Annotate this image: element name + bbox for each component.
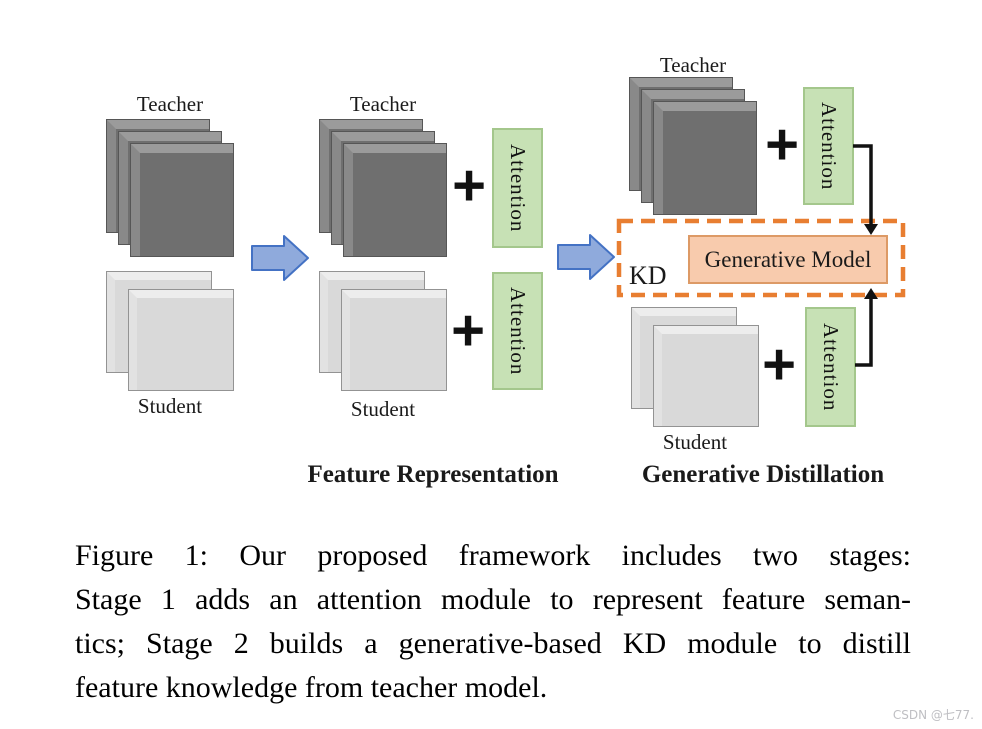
generative-model-box: Generative Model (688, 235, 888, 284)
stage2-student-feature-stack (319, 271, 447, 391)
plus-sign: + (765, 111, 799, 177)
stage2-student-label: Student (350, 397, 416, 421)
feature-map-slab (130, 143, 234, 257)
teacher-attention-connector (853, 144, 873, 224)
teacher-attention-module-stage3: Attention (803, 87, 854, 205)
student-attention-module-stage3: Attention (805, 307, 856, 427)
stage3-student-feature-stack (631, 307, 759, 427)
generative-model-label: Generative Model (704, 246, 872, 272)
attention-label: Attention (506, 143, 530, 233)
stage2-teacher-label: Teacher (349, 92, 417, 116)
student-attention-module: Attention (492, 272, 543, 390)
feature-map-slab (653, 101, 757, 215)
stage1-student-label: Student (137, 394, 203, 418)
framework-diagram: Teacher Student Teacher + Attention + At (106, 53, 906, 488)
feature-map-slab (128, 289, 234, 391)
feature-map-slab (341, 289, 447, 391)
teacher-attention-module: Attention (492, 128, 543, 248)
stage1-teacher-feature-stack (106, 119, 234, 257)
caption-line: tics; Stage 2 builds a generative-based … (75, 627, 911, 660)
student-attention-connector (855, 299, 873, 367)
stage2-to-stage3-arrow (557, 234, 615, 280)
caption-line: Stage 1 adds an attention module to repr… (75, 583, 911, 616)
attention-label: Attention (506, 286, 530, 376)
stage3-teacher-label: Teacher (659, 53, 727, 77)
stage1-student-feature-stack (106, 271, 234, 391)
caption-line: Figure 1: Our proposed framework include… (75, 539, 911, 572)
figure-caption: Figure 1: Our proposed framework include… (75, 534, 911, 710)
plus-sign: + (451, 297, 485, 363)
stage3-student-label: Student (662, 430, 728, 454)
stage1-teacher-label: Teacher (136, 92, 204, 116)
csdn-watermark: CSDN @七77. (892, 708, 974, 722)
stage1-caption: Feature Representation (307, 461, 559, 488)
stage3-teacher-feature-stack (629, 77, 757, 215)
kd-label: KD (629, 261, 667, 290)
attention-label: Attention (817, 101, 841, 191)
student-connector-arrowhead (864, 288, 878, 299)
attention-label: Attention (819, 322, 843, 412)
stage1-to-stage2-arrow (251, 235, 309, 281)
teacher-connector-arrowhead (864, 224, 878, 235)
feature-map-slab (343, 143, 447, 257)
plus-sign: + (452, 152, 486, 218)
plus-sign: + (762, 331, 796, 397)
feature-map-slab (653, 325, 759, 427)
stage2-caption: Generative Distillation (641, 461, 885, 488)
stage2-teacher-feature-stack (319, 119, 447, 257)
caption-line: feature knowledge from teacher model. (75, 671, 548, 704)
